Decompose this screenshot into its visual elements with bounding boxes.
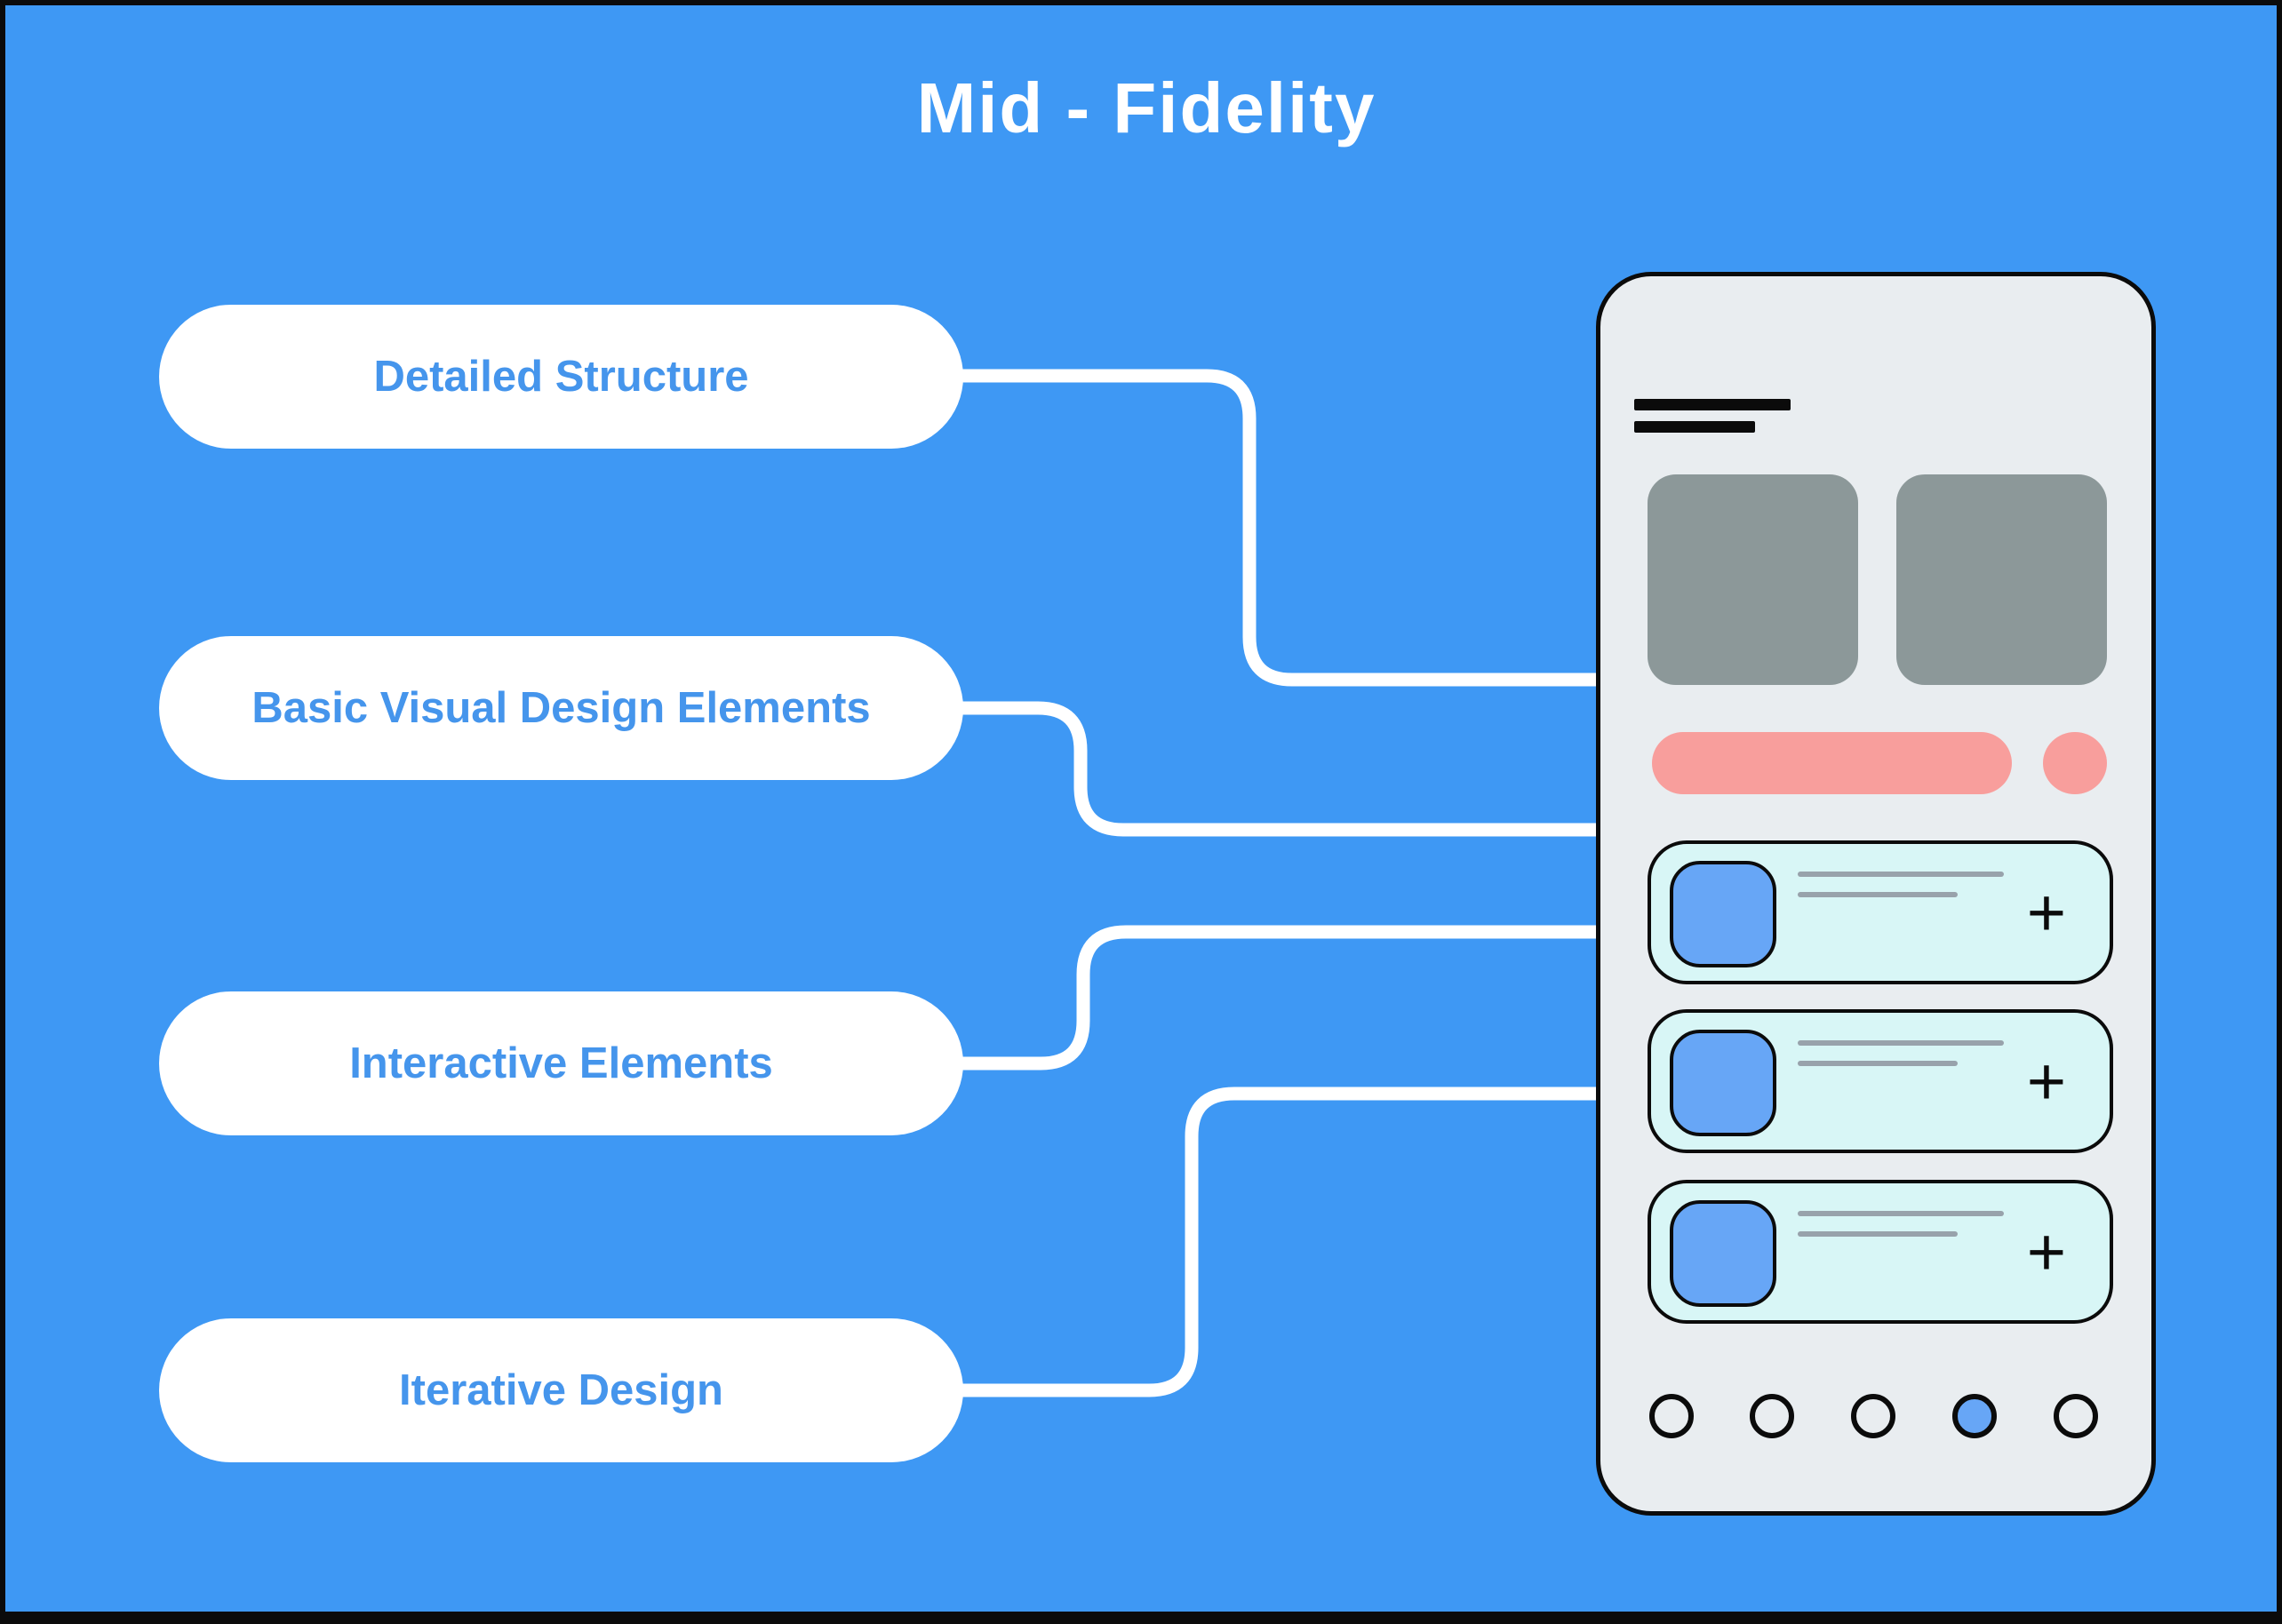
header-bar-line-icon [1634, 421, 1755, 433]
list-item[interactable]: + [1648, 1009, 2113, 1153]
add-button[interactable]: + [2026, 874, 2067, 951]
label-basic-visual-design-elements: Basic Visual Design Elements [159, 636, 963, 780]
text-line-placeholder [1798, 872, 2004, 877]
label-iterative-design-text: Iterative Design [399, 1366, 723, 1414]
header-bar-line-icon [1634, 399, 1791, 410]
connector-iterative-design [947, 1087, 1605, 1397]
image-placeholder [1648, 474, 1858, 685]
label-detailed-structure-text: Detailed Structure [373, 353, 749, 401]
image-placeholder [1896, 474, 2107, 685]
nav-dot[interactable] [1750, 1394, 1794, 1438]
label-interactive-elements: Interactive Elements [159, 991, 963, 1135]
highlight-bar-placeholder [1652, 732, 2012, 794]
nav-dots [1600, 1394, 2151, 1438]
label-detailed-structure: Detailed Structure [159, 305, 963, 449]
list-item[interactable]: + [1648, 840, 2113, 984]
connector-basic-visual-design [947, 701, 1605, 837]
text-line-placeholder [1798, 1231, 1958, 1237]
text-line-placeholder [1798, 1211, 2004, 1216]
add-button[interactable]: + [2026, 1214, 2067, 1290]
add-button[interactable]: + [2026, 1043, 2067, 1119]
nav-dot[interactable] [1851, 1394, 1895, 1438]
nav-dot[interactable] [1649, 1394, 1694, 1438]
thumbnail-placeholder [1670, 1200, 1776, 1307]
highlight-dot-placeholder [2043, 732, 2107, 794]
phone-mockup: + + + [1596, 272, 2156, 1516]
label-iterative-design: Iterative Design [159, 1318, 963, 1462]
connector-lines [947, 369, 1605, 1397]
connector-interactive-elements [947, 925, 1605, 1071]
thumbnail-placeholder [1670, 1030, 1776, 1136]
list-item[interactable]: + [1648, 1180, 2113, 1324]
text-line-placeholder [1798, 1040, 2004, 1046]
nav-dot[interactable] [2054, 1394, 2098, 1438]
connector-detailed-structure [947, 369, 1605, 687]
label-interactive-elements-text: Interactive Elements [349, 1039, 773, 1087]
page-title: Mid - Fidelity [916, 68, 1376, 147]
nav-dot-active[interactable] [1952, 1394, 1997, 1438]
text-line-placeholder [1798, 1061, 1958, 1066]
label-basic-visual-design-elements-text: Basic Visual Design Elements [251, 684, 871, 732]
thumbnail-placeholder [1670, 861, 1776, 967]
text-line-placeholder [1798, 892, 1958, 897]
